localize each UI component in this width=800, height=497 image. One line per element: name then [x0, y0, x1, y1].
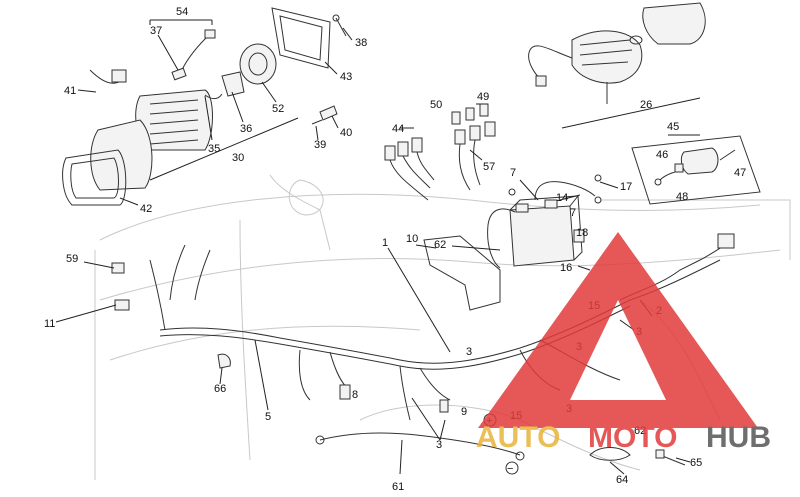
- headlight-frame: [62, 149, 127, 206]
- callout-41: 41: [64, 85, 76, 97]
- relay-66: [217, 353, 231, 369]
- callout-40: 40: [340, 127, 352, 139]
- battery-assembly: [423, 174, 602, 311]
- headlight-assembly: [62, 7, 347, 206]
- callout-7-top: 7: [510, 167, 516, 179]
- callout-54: 54: [176, 6, 188, 18]
- watermark-triangle: [478, 232, 758, 428]
- callout-36: 36: [240, 123, 252, 135]
- callout-16: 16: [560, 262, 572, 274]
- callout-18: 18: [576, 227, 588, 239]
- callout-59: 59: [66, 253, 78, 265]
- watermark-word-moto: MOTO: [588, 421, 677, 454]
- chassis-background: [94, 174, 791, 480]
- rear-connector: [717, 233, 735, 249]
- headlight-bulb: [221, 71, 245, 97]
- callout-35: 35: [208, 143, 220, 155]
- horn-body: [680, 147, 719, 175]
- callout-5: 5: [265, 411, 271, 423]
- watermark-word-hub: HUB: [706, 421, 771, 454]
- callout-47: 47: [734, 167, 746, 179]
- callout-57: 57: [483, 161, 495, 173]
- leader-lines: [55, 19, 701, 475]
- battery: [509, 205, 575, 267]
- tail-light-body: [571, 30, 643, 84]
- callout-43: 43: [340, 71, 352, 83]
- callout-3-lower: 3: [436, 439, 442, 451]
- dash-frame: [271, 7, 331, 69]
- tail-light-assembly: [528, 2, 706, 104]
- callout-61: 61: [392, 481, 404, 493]
- callout-66: 66: [214, 383, 226, 395]
- callout-labels: 54 37 41 35 36 52 30 42 38 43 40 39 26 4…: [44, 6, 746, 493]
- callout-45: 45: [667, 121, 679, 133]
- minus-symbol: −: [507, 463, 513, 475]
- bulb-harness: [179, 33, 215, 75]
- callout-48: 48: [676, 191, 688, 203]
- tail-light-lens: [642, 2, 706, 45]
- connector-set: [384, 103, 496, 201]
- callout-50: 50: [430, 99, 442, 111]
- callout-9: 9: [461, 406, 467, 418]
- sensor-box: [631, 135, 761, 205]
- callout-26: 26: [640, 99, 652, 111]
- horn-disc: [589, 447, 631, 461]
- callout-17: 17: [620, 181, 632, 193]
- callout-52: 52: [272, 103, 284, 115]
- callout-44: 44: [392, 123, 404, 135]
- callout-7-right: 7: [570, 207, 576, 219]
- callout-39: 39: [314, 139, 326, 151]
- callout-64: 64: [616, 474, 628, 486]
- callout-49: 49: [477, 91, 489, 103]
- watermark-word-auto: AUTO: [476, 421, 560, 454]
- callout-10: 10: [406, 233, 418, 245]
- callout-62-top: 62: [434, 239, 446, 251]
- callout-14: 14: [556, 192, 568, 204]
- callout-3-center: 3: [466, 346, 472, 358]
- callout-38: 38: [355, 37, 367, 49]
- callout-30: 30: [232, 152, 244, 164]
- callout-65: 65: [690, 457, 702, 469]
- callout-1: 1: [382, 237, 388, 249]
- watermark: AUTO MOTO HUB: [476, 232, 771, 454]
- callout-42: 42: [140, 203, 152, 215]
- bulb-cover: [239, 43, 277, 85]
- detail-box: [631, 135, 761, 205]
- callout-11: 11: [44, 318, 55, 330]
- callout-8: 8: [352, 389, 358, 401]
- callout-46: 46: [656, 149, 668, 161]
- battery-tray: [423, 235, 501, 311]
- callout-37: 37: [150, 25, 162, 37]
